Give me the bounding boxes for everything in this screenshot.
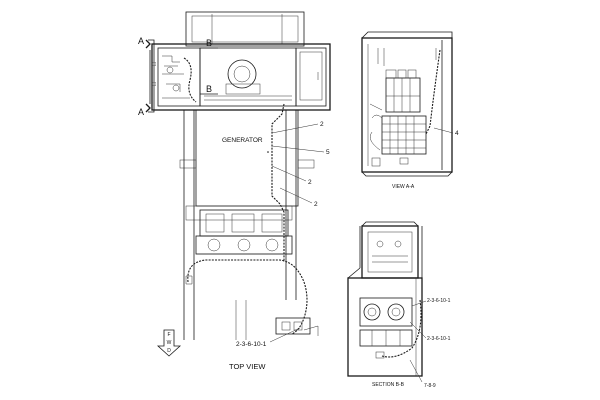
callout-2-c: 2 (314, 201, 318, 208)
callout-bb-2: 2-3-6-10-1 (427, 336, 451, 342)
view-aa: 4 VIEW A-A (361, 31, 459, 190)
section-b-marker-bottom: B (206, 84, 212, 94)
callout-2-b: 2 (308, 179, 312, 186)
section-b-marker-top: B (206, 38, 212, 48)
section-a-marker-top: A (138, 36, 144, 46)
top-view-title: TOP VIEW (229, 362, 266, 371)
generator-label: GENERATOR (222, 137, 263, 144)
callout-2-a: 2 (320, 121, 324, 128)
section-a-marker-bottom: A (138, 107, 144, 117)
callout-5: 5 (326, 149, 330, 156)
top-view: A A □ □ B B GENERATOR (138, 11, 331, 371)
callout-bb-3: 7-8-9 (424, 383, 436, 389)
view-aa-title: VIEW A-A (392, 184, 415, 190)
callout-4: 4 (455, 130, 459, 137)
fwd-arrow: F W D (156, 329, 182, 357)
section-bb: 2-3-6-10-1 2-3-6-10-1 7-8-9 SECTION B-B (347, 221, 451, 389)
fwd-letter-f: F (167, 332, 170, 338)
a-ref-mark-1: □ (152, 61, 156, 68)
callout-top-view-bottom: 2-3-6-10-1 (236, 341, 267, 348)
fwd-letter-w: W (167, 340, 172, 346)
fwd-letter-d: D (167, 348, 171, 354)
a-ref-mark-2: □ (152, 81, 156, 88)
section-bb-title: SECTION B-B (372, 382, 405, 388)
callout-bb-1: 2-3-6-10-1 (427, 298, 451, 304)
